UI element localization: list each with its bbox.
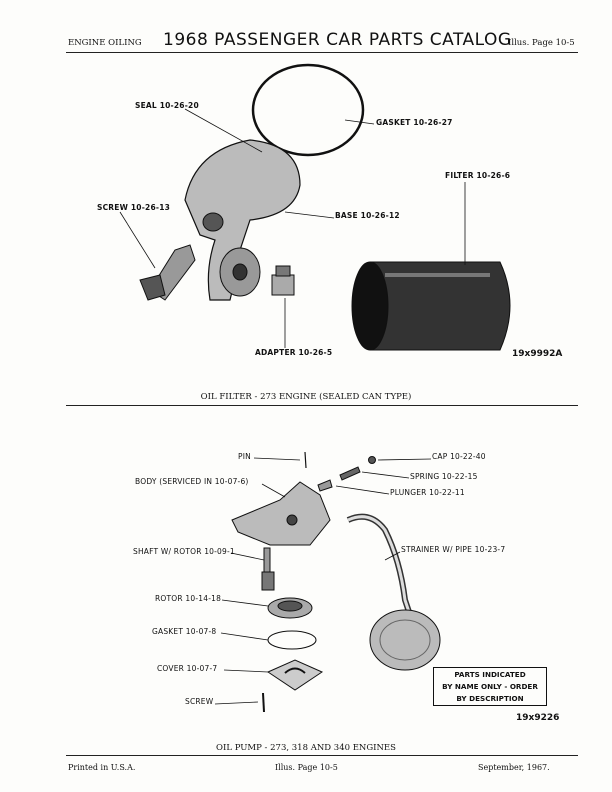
parts-note-box: PARTS INDICATED BY NAME ONLY - ORDER BY … xyxy=(433,667,547,706)
gasket-ring xyxy=(251,63,365,157)
label-screw: SCREW xyxy=(185,697,214,706)
footer-rule xyxy=(66,755,578,756)
footer-date: September, 1967. xyxy=(478,763,550,772)
section-rule xyxy=(66,405,578,406)
note-line: BY NAME ONLY - ORDER xyxy=(442,682,538,691)
cover-part xyxy=(266,659,324,691)
illus-number-pump: 19x9226 xyxy=(516,713,560,723)
label-screw: SCREW 10-26-13 xyxy=(97,203,171,212)
label-gasket: GASKET 10-07-8 xyxy=(152,627,217,636)
adapter-part xyxy=(271,274,295,296)
oil-filter-illustration xyxy=(119,63,511,351)
base-port xyxy=(202,212,224,232)
label-pin: PIN xyxy=(238,452,251,461)
label-body: BODY (SERVICED IN 10-07-6) xyxy=(135,477,249,486)
base-part xyxy=(184,139,301,301)
gasket-ring xyxy=(267,630,317,650)
plunger-part xyxy=(317,479,333,492)
label-strainer: STRAINER W/ PIPE 10-23-7 xyxy=(401,545,506,554)
footer-page-ref: Illus. Page 10-5 xyxy=(275,763,338,772)
label-plunger: PLUNGER 10-22-11 xyxy=(390,488,465,497)
caption-oil-pump: OIL PUMP - 273, 318 AND 340 ENGINES xyxy=(216,743,396,753)
spring-part xyxy=(339,466,361,481)
caption-oil-filter: OIL FILTER - 273 ENGINE (SEALED CAN TYPE… xyxy=(200,392,412,402)
note-line: BY DESCRIPTION xyxy=(456,694,524,703)
label-base: BASE 10-26-12 xyxy=(335,211,400,220)
label-rotor: ROTOR 10-14-18 xyxy=(155,594,222,603)
label-shaft: SHAFT W/ ROTOR 10-09-1 xyxy=(133,547,235,556)
body-part xyxy=(231,481,331,546)
label-filter: FILTER 10-26-6 xyxy=(445,171,511,180)
footer-printed: Printed in U.S.A. xyxy=(68,763,136,772)
header-rule xyxy=(66,52,578,53)
label-adapter: ADAPTER 10-26-5 xyxy=(255,348,333,357)
section-name: ENGINE OILING xyxy=(68,38,142,48)
strainer-part xyxy=(369,609,441,671)
label-gasket: GASKET 10-26-27 xyxy=(376,118,453,127)
page-title: 1968 PASSENGER CAR PARTS CATALOG xyxy=(163,30,512,50)
illus-number-filter: 19x9992A xyxy=(512,349,563,359)
header-page-ref: Illus. Page 10-5 xyxy=(508,38,575,48)
label-seal: SEAL 10-26-20 xyxy=(135,101,199,110)
label-spring: SPRING 10-22-15 xyxy=(410,472,478,481)
label-cover: COVER 10-07-7 xyxy=(157,664,218,673)
oil-pump-illustration xyxy=(214,451,441,713)
cap-part xyxy=(368,456,376,464)
note-line: PARTS INDICATED xyxy=(454,670,526,679)
shaft-rotor-part xyxy=(261,571,275,591)
label-cap: CAP 10-22-40 xyxy=(432,452,486,461)
